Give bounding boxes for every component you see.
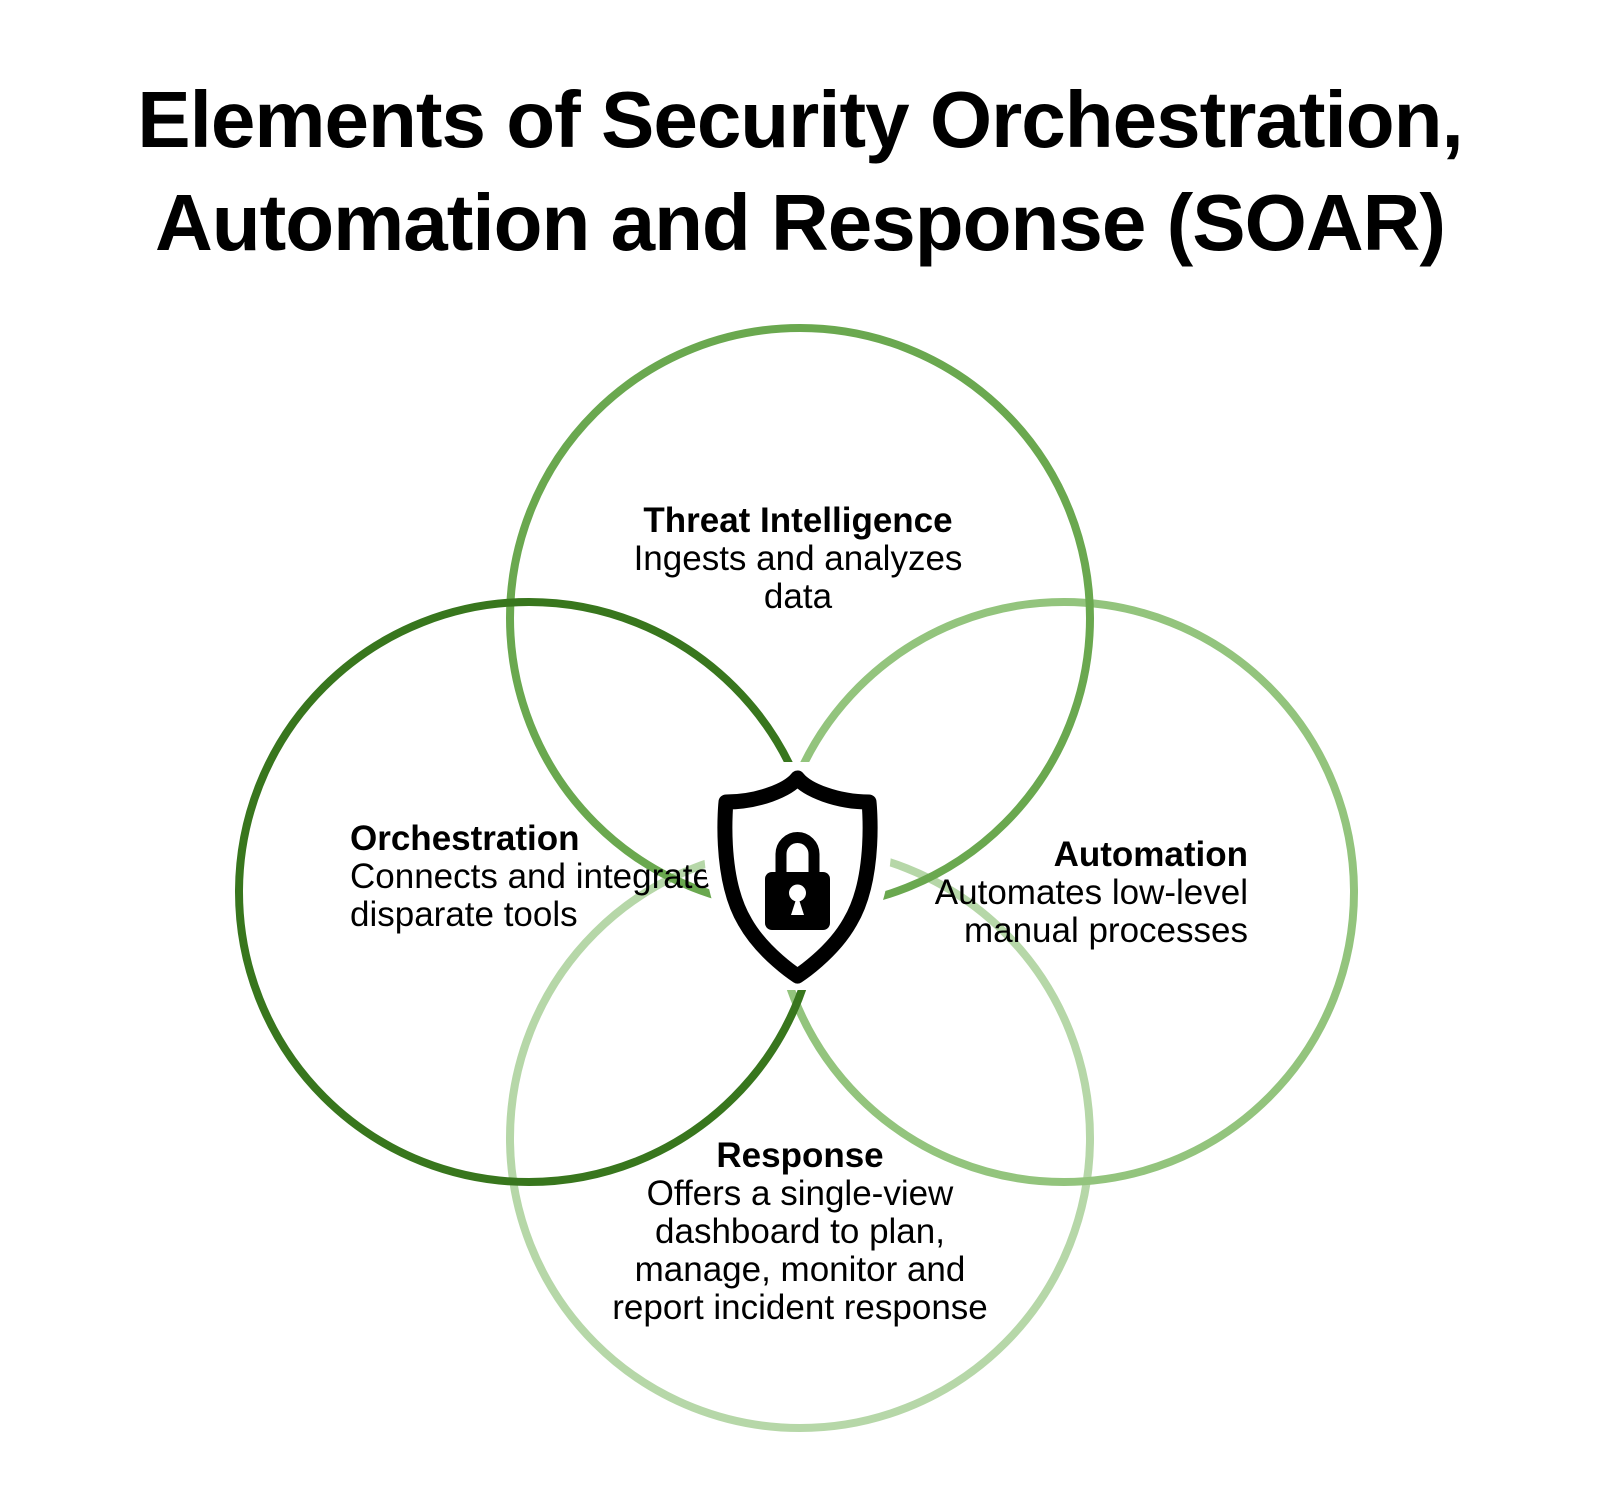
- orchestration-label-title: Orchestration: [350, 819, 580, 858]
- response-label-title: Response: [716, 1136, 884, 1175]
- threat-intelligence-label-desc-line: Ingests and analyzes: [633, 539, 963, 578]
- page-title-line-1: Elements of Security Orchestration,: [137, 75, 1463, 164]
- response-label-desc-line: Offers a single-view: [646, 1174, 954, 1213]
- response-label-desc-line: report incident response: [612, 1288, 988, 1327]
- padlock-keyhole-stem: [791, 895, 804, 915]
- threat-intelligence-label: Threat Intelligence Ingests and analyzes…: [634, 502, 963, 616]
- padlock-shackle: [775, 832, 820, 876]
- threat-intelligence-label-desc-line: data: [763, 577, 833, 616]
- response-label-desc-line: manage, monitor and: [634, 1250, 966, 1289]
- page-title: Elements of Security Orchestration, Auto…: [0, 68, 1600, 274]
- threat-intelligence-label-title: Threat Intelligence: [643, 501, 953, 540]
- automation-label-desc-line: Automates low-level: [934, 873, 1248, 912]
- automation-label-desc-line: manual processes: [963, 911, 1248, 950]
- response-label-desc-line: dashboard to plan,: [655, 1212, 945, 1251]
- automation-label-title: Automation: [1053, 835, 1248, 874]
- padlock-keyhole: [789, 884, 806, 902]
- orchestration-label-desc-line: Connects and integrates: [350, 857, 730, 896]
- automation-label: Automation Automates low-level manual pr…: [935, 836, 1248, 950]
- page-title-line-2: Automation and Response (SOAR): [154, 178, 1446, 267]
- orchestration-label: Orchestration Connects and integrates di…: [350, 820, 729, 934]
- orchestration-label-desc-line: disparate tools: [350, 895, 578, 934]
- shield-lock-icon: [702, 762, 893, 990]
- response-label: Response Offers a single-view dashboard …: [612, 1137, 988, 1327]
